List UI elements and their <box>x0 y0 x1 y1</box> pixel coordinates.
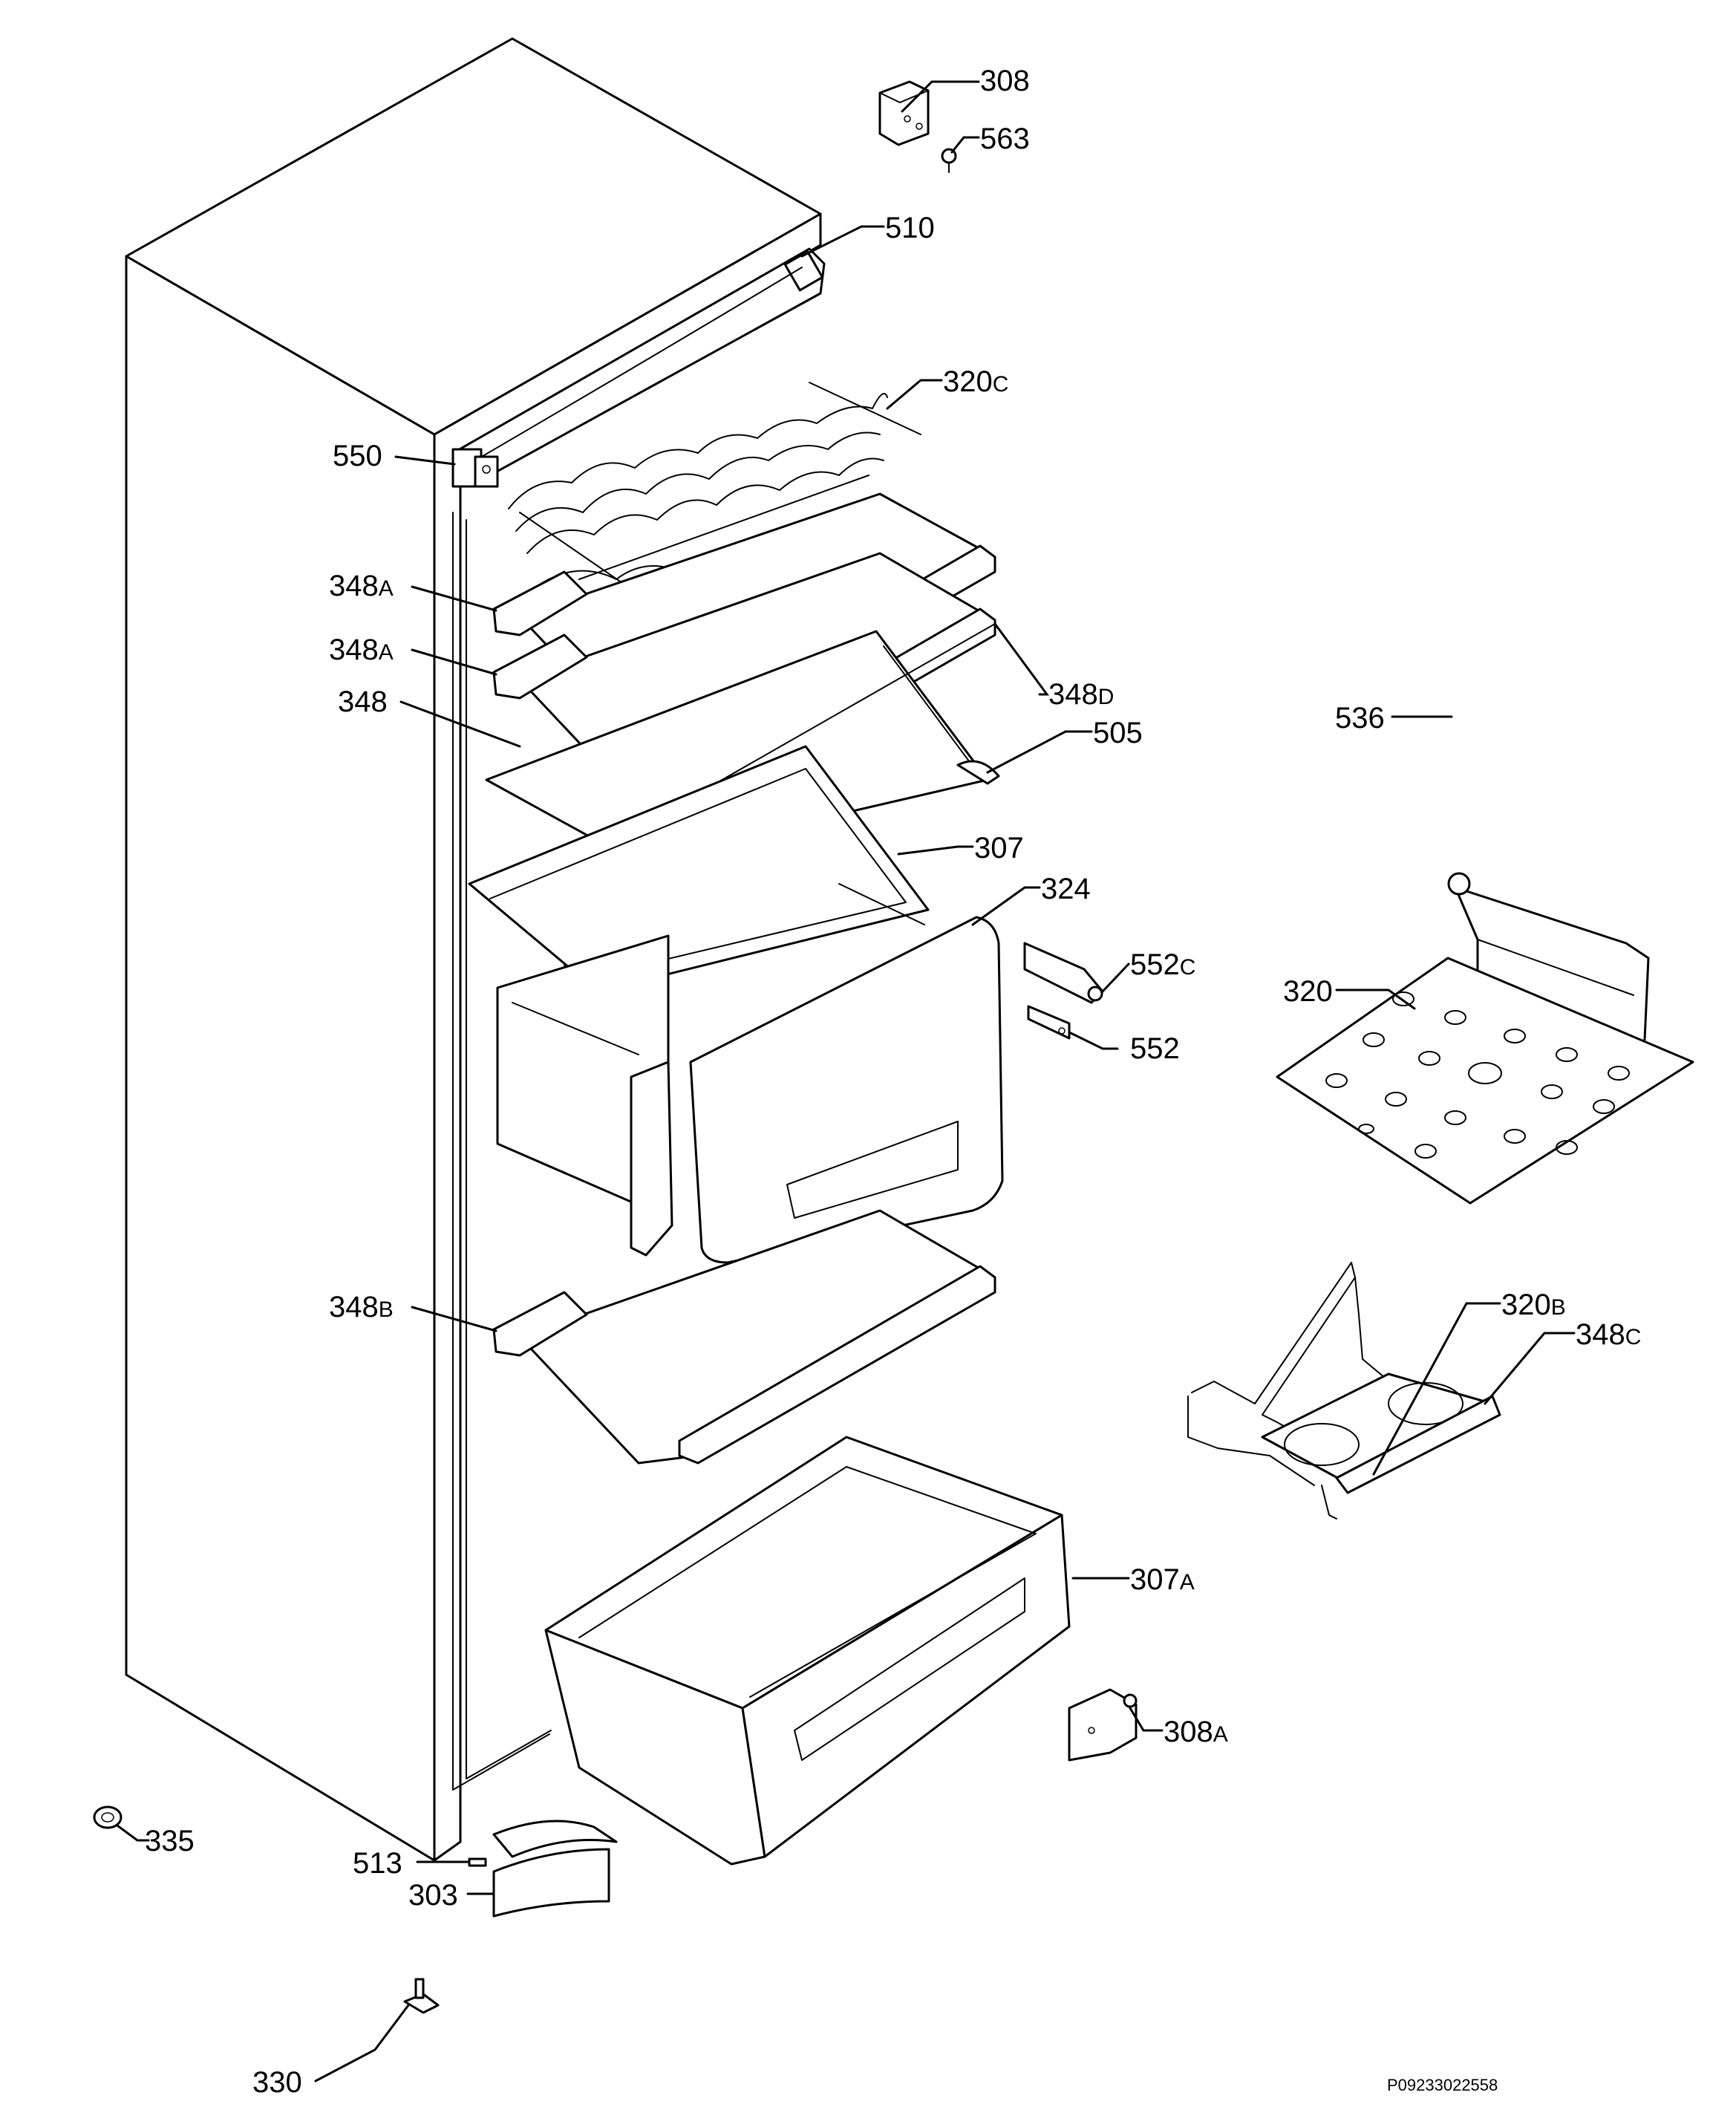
clip-513 <box>468 1857 487 1867</box>
control-panel-510 <box>451 247 826 488</box>
shelf-trim-348d <box>682 623 996 803</box>
callout-330: 330 <box>252 2066 302 2099</box>
bottom-hinge-308a <box>1068 1688 1138 1762</box>
leader-lines <box>116 80 1576 2082</box>
callout-348d: 348D <box>1048 678 1114 711</box>
callout-307a: 307A <box>1130 1563 1195 1596</box>
screw-563 <box>941 148 957 173</box>
callout-348c: 348C <box>1576 1318 1641 1351</box>
can-holder-tray-348c <box>1261 1372 1501 1520</box>
callout-348a-upper: 348A <box>329 570 394 602</box>
callout-563: 563 <box>980 123 1030 155</box>
slide-rail-552 <box>1027 1005 1071 1040</box>
crisper-cover-307 <box>468 745 930 993</box>
callout-348a-lower: 348A <box>329 634 394 666</box>
shelf-support-505 <box>956 760 1000 785</box>
drawer-324 <box>496 916 1004 1264</box>
callout-320: 320 <box>1283 975 1333 1008</box>
diagram-code: P09233022558 <box>1387 2076 1498 2094</box>
callout-307: 307 <box>974 832 1024 864</box>
callout-348: 348 <box>338 685 388 718</box>
callout-536: 536 <box>1335 702 1385 735</box>
egg-tray-320 <box>1276 957 1694 1205</box>
crisper-drawer-307a <box>544 1436 1071 1866</box>
slide-rail-552c <box>1023 942 1104 1004</box>
callout-320c: 320C <box>943 365 1008 398</box>
callout-308: 308 <box>980 65 1030 97</box>
callout-308a: 308A <box>1164 1716 1228 1748</box>
callout-550: 550 <box>333 440 382 472</box>
callout-505: 505 <box>1093 717 1143 749</box>
callout-510: 510 <box>885 212 935 244</box>
callout-513: 513 <box>353 1847 402 1880</box>
foot-335 <box>93 1805 123 1829</box>
callout-324: 324 <box>1041 873 1091 905</box>
callout-303: 303 <box>408 1879 458 1912</box>
callout-348b: 348B <box>329 1291 394 1323</box>
lamp-cover-550 <box>451 448 499 488</box>
callout-labels: 308 563 510 320C 550 348A 348A 348 348D … <box>145 65 1641 2099</box>
kick-plate-303 <box>492 1820 618 1918</box>
callout-335: 335 <box>145 1825 195 1857</box>
leveling-foot-330 <box>403 1978 440 2014</box>
callout-552: 552 <box>1130 1032 1180 1065</box>
callout-320b: 320B <box>1501 1289 1566 1321</box>
shelf-348b <box>492 1209 996 1465</box>
callout-552c: 552C <box>1130 948 1195 981</box>
